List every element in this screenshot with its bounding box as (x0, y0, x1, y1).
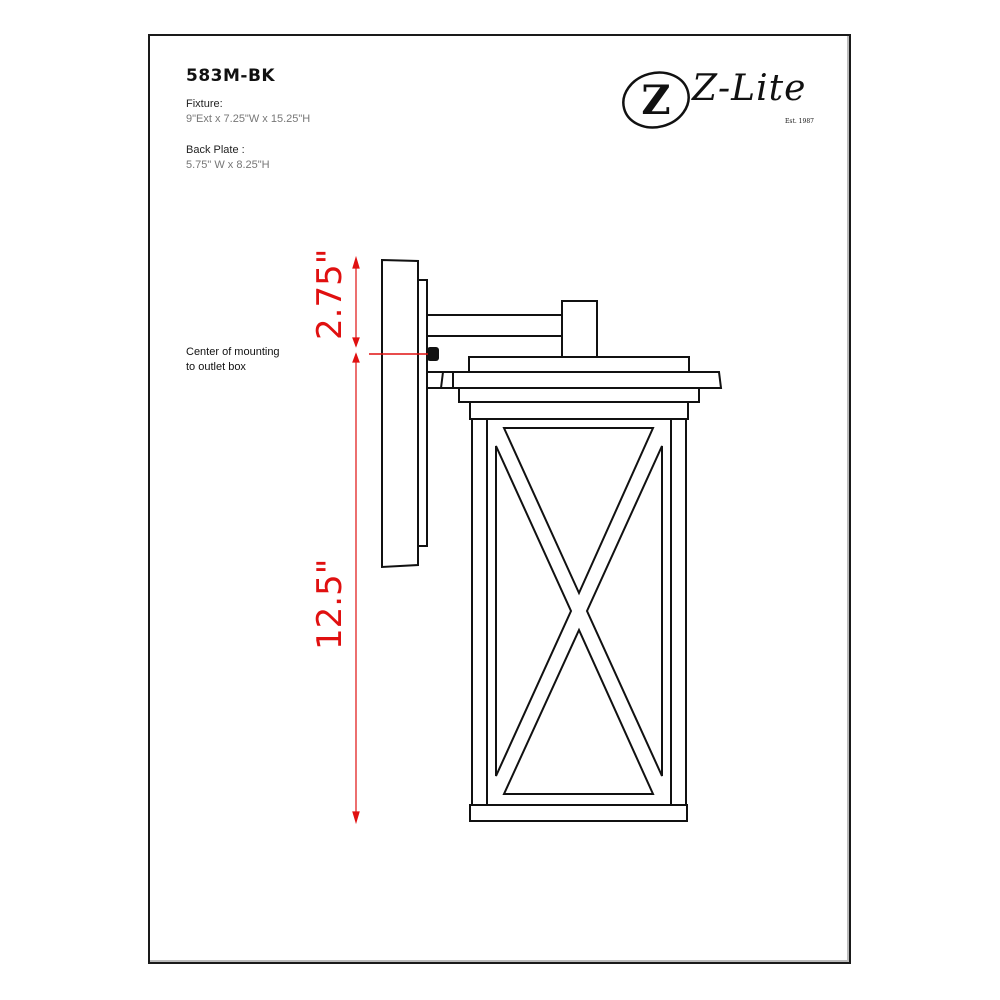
brand-logo: Z Z-Lite Est. 1987 (620, 64, 830, 134)
backplate-dimensions: 5.75" W x 8.25"H (186, 159, 270, 171)
drawing-frame (148, 34, 851, 964)
dimension-upper: 2.75" (310, 248, 350, 340)
mounting-note-line1: Center of mounting (186, 346, 280, 358)
lantern-body (471, 418, 687, 806)
mounting-screw (427, 347, 439, 361)
model-number: 583M-BK (186, 66, 276, 86)
mounting-note: Center of mounting to outlet box (186, 345, 326, 375)
brand-name: Z-Lite (692, 68, 807, 109)
fixture-label: Fixture: (186, 98, 223, 110)
back-plate-inner (417, 279, 428, 547)
dimension-lower: 12.5" (310, 558, 350, 650)
z-monogram-icon: Z (622, 71, 690, 129)
brand-established: Est. 1987 (785, 118, 814, 125)
back-plate (381, 258, 419, 569)
svg-text:Z: Z (641, 77, 670, 124)
mounting-note-line2: to outlet box (186, 361, 246, 373)
lantern-base (469, 804, 688, 822)
backplate-label: Back Plate : (186, 144, 245, 156)
fixture-dimensions: 9"Ext x 7.25"W x 15.25"H (186, 113, 311, 125)
top-cap (468, 356, 690, 373)
arm-mount (561, 300, 598, 358)
